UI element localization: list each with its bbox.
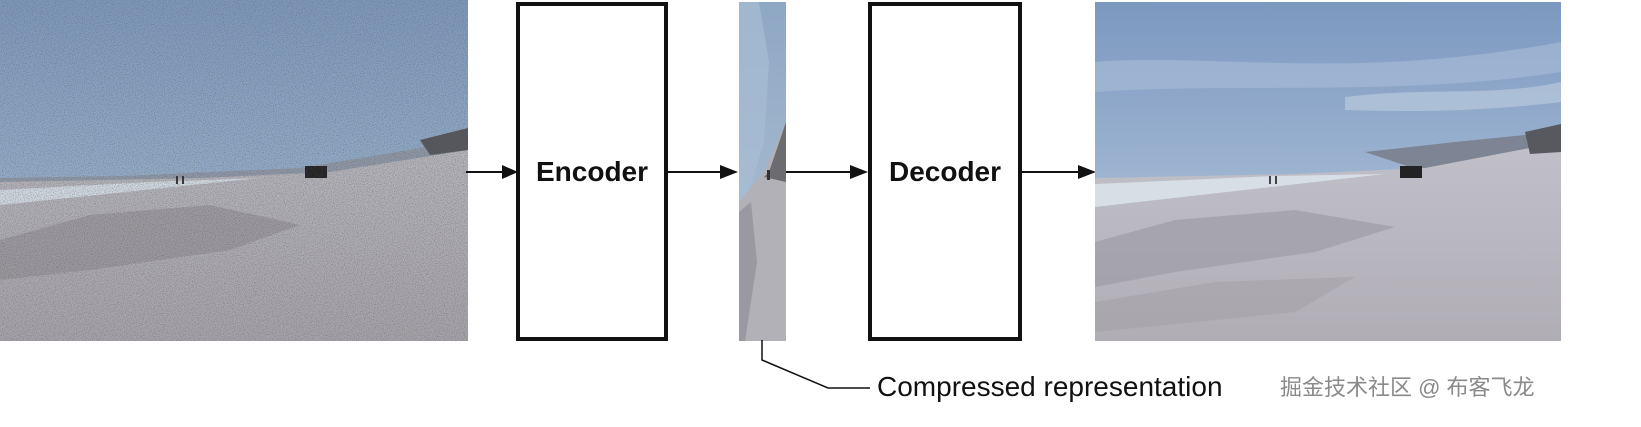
arrow-to-output [1022, 165, 1096, 179]
caption-leader-line [761, 340, 870, 389]
noisy-input-image [0, 0, 468, 341]
encoder-label: Encoder [535, 155, 649, 187]
compressed-representation-image [739, 2, 786, 341]
compressed-representation-caption: Compressed representation [877, 371, 1223, 402]
watermark-text: 掘金技术社区 @ 布客飞龙 [1280, 375, 1535, 400]
encoder-block: Encoder [516, 2, 668, 341]
arrow-to-encoder [466, 165, 518, 179]
reconstructed-output-image [1095, 2, 1561, 341]
arrow-to-decoder [786, 165, 868, 179]
arrow-to-compressed [668, 165, 738, 179]
decoder-label: Decoder [888, 155, 1002, 187]
decoder-block: Decoder [868, 2, 1022, 341]
